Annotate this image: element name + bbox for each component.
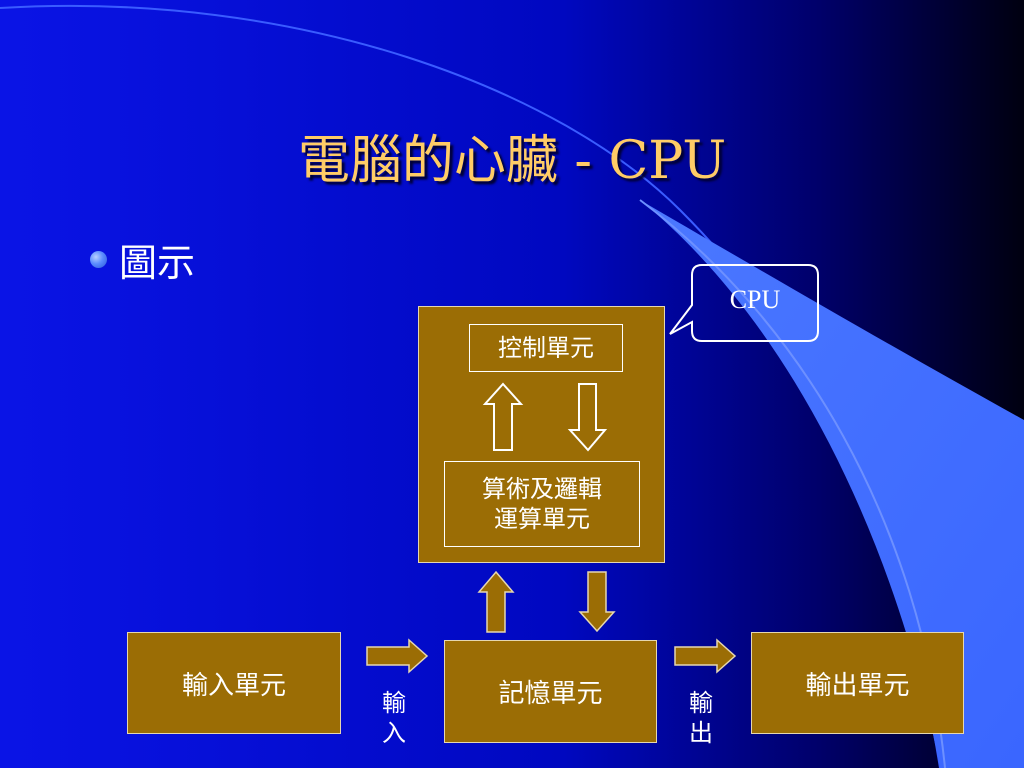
- cpu-callout-label: CPU: [729, 285, 781, 314]
- memory-unit-box: 記憶單元: [444, 640, 657, 743]
- alu-line-1: 算術及邏輯: [482, 475, 602, 503]
- bullet-dot-icon: [90, 251, 107, 268]
- control-up-arrow-icon: [482, 382, 524, 451]
- slide-title: 電腦的心臟 - CPU: [297, 131, 727, 191]
- bullet-text: 圖示: [119, 241, 196, 285]
- memory-to-cpu-arrow-icon: [477, 570, 515, 633]
- input-arrow-icon: [366, 638, 429, 674]
- output-unit-label: 輸出單元: [805, 670, 910, 701]
- alu-line-2: 運算單元: [494, 505, 590, 533]
- output-arrow-icon: [674, 638, 737, 674]
- control-unit: 控制單元: [469, 324, 623, 372]
- cpu-box: [418, 306, 665, 563]
- control-down-arrow-icon: [567, 383, 608, 452]
- memory-unit-label: 記憶單元: [498, 679, 603, 709]
- cpu-callout-bubble: [669, 264, 819, 342]
- alu-unit: 算術及邏輯 運算單元: [444, 461, 640, 547]
- bullet-item: 圖示: [90, 232, 195, 287]
- input-arrow-label: 輸入: [382, 689, 406, 747]
- input-unit-label: 輸入單元: [181, 670, 286, 701]
- output-arrow-label: 輸出: [689, 689, 713, 747]
- input-unit-box: 輸入單元: [127, 632, 341, 734]
- cpu-to-memory-arrow-icon: [578, 571, 616, 633]
- output-unit-box: 輸出單元: [751, 632, 964, 734]
- background-swoosh: [640, 200, 1024, 768]
